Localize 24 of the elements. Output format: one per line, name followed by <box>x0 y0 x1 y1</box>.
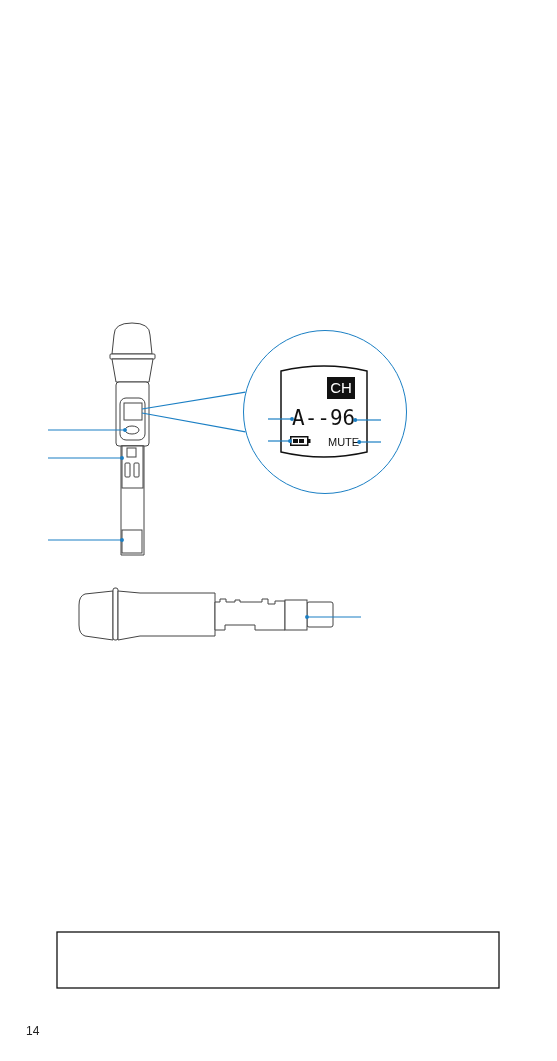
end-cap <box>121 529 143 554</box>
switch-panel <box>121 445 144 489</box>
display-window <box>123 402 143 421</box>
microphone-drawing <box>109 322 156 556</box>
lcd-screen <box>280 363 368 460</box>
page-number: 14 <box>26 1024 40 1038</box>
leader-line <box>47 538 124 542</box>
leader-line <box>47 428 127 432</box>
microphone-side-drawing <box>78 587 334 641</box>
leader-line <box>267 439 292 443</box>
zoom-line <box>141 391 247 410</box>
leader-line <box>357 440 382 444</box>
leader-line <box>353 418 382 422</box>
battery-icon <box>290 436 311 446</box>
leader-line <box>47 456 124 460</box>
zoom-line <box>141 412 247 433</box>
leader-line <box>267 417 294 421</box>
channel-label: CH <box>327 377 355 399</box>
note-box <box>56 931 500 989</box>
handle-end-section <box>284 599 308 631</box>
channel-readout: A--96 <box>292 405 356 431</box>
mute-indicator: MUTE <box>328 436 360 448</box>
button <box>124 425 140 435</box>
leader-line <box>305 615 362 619</box>
